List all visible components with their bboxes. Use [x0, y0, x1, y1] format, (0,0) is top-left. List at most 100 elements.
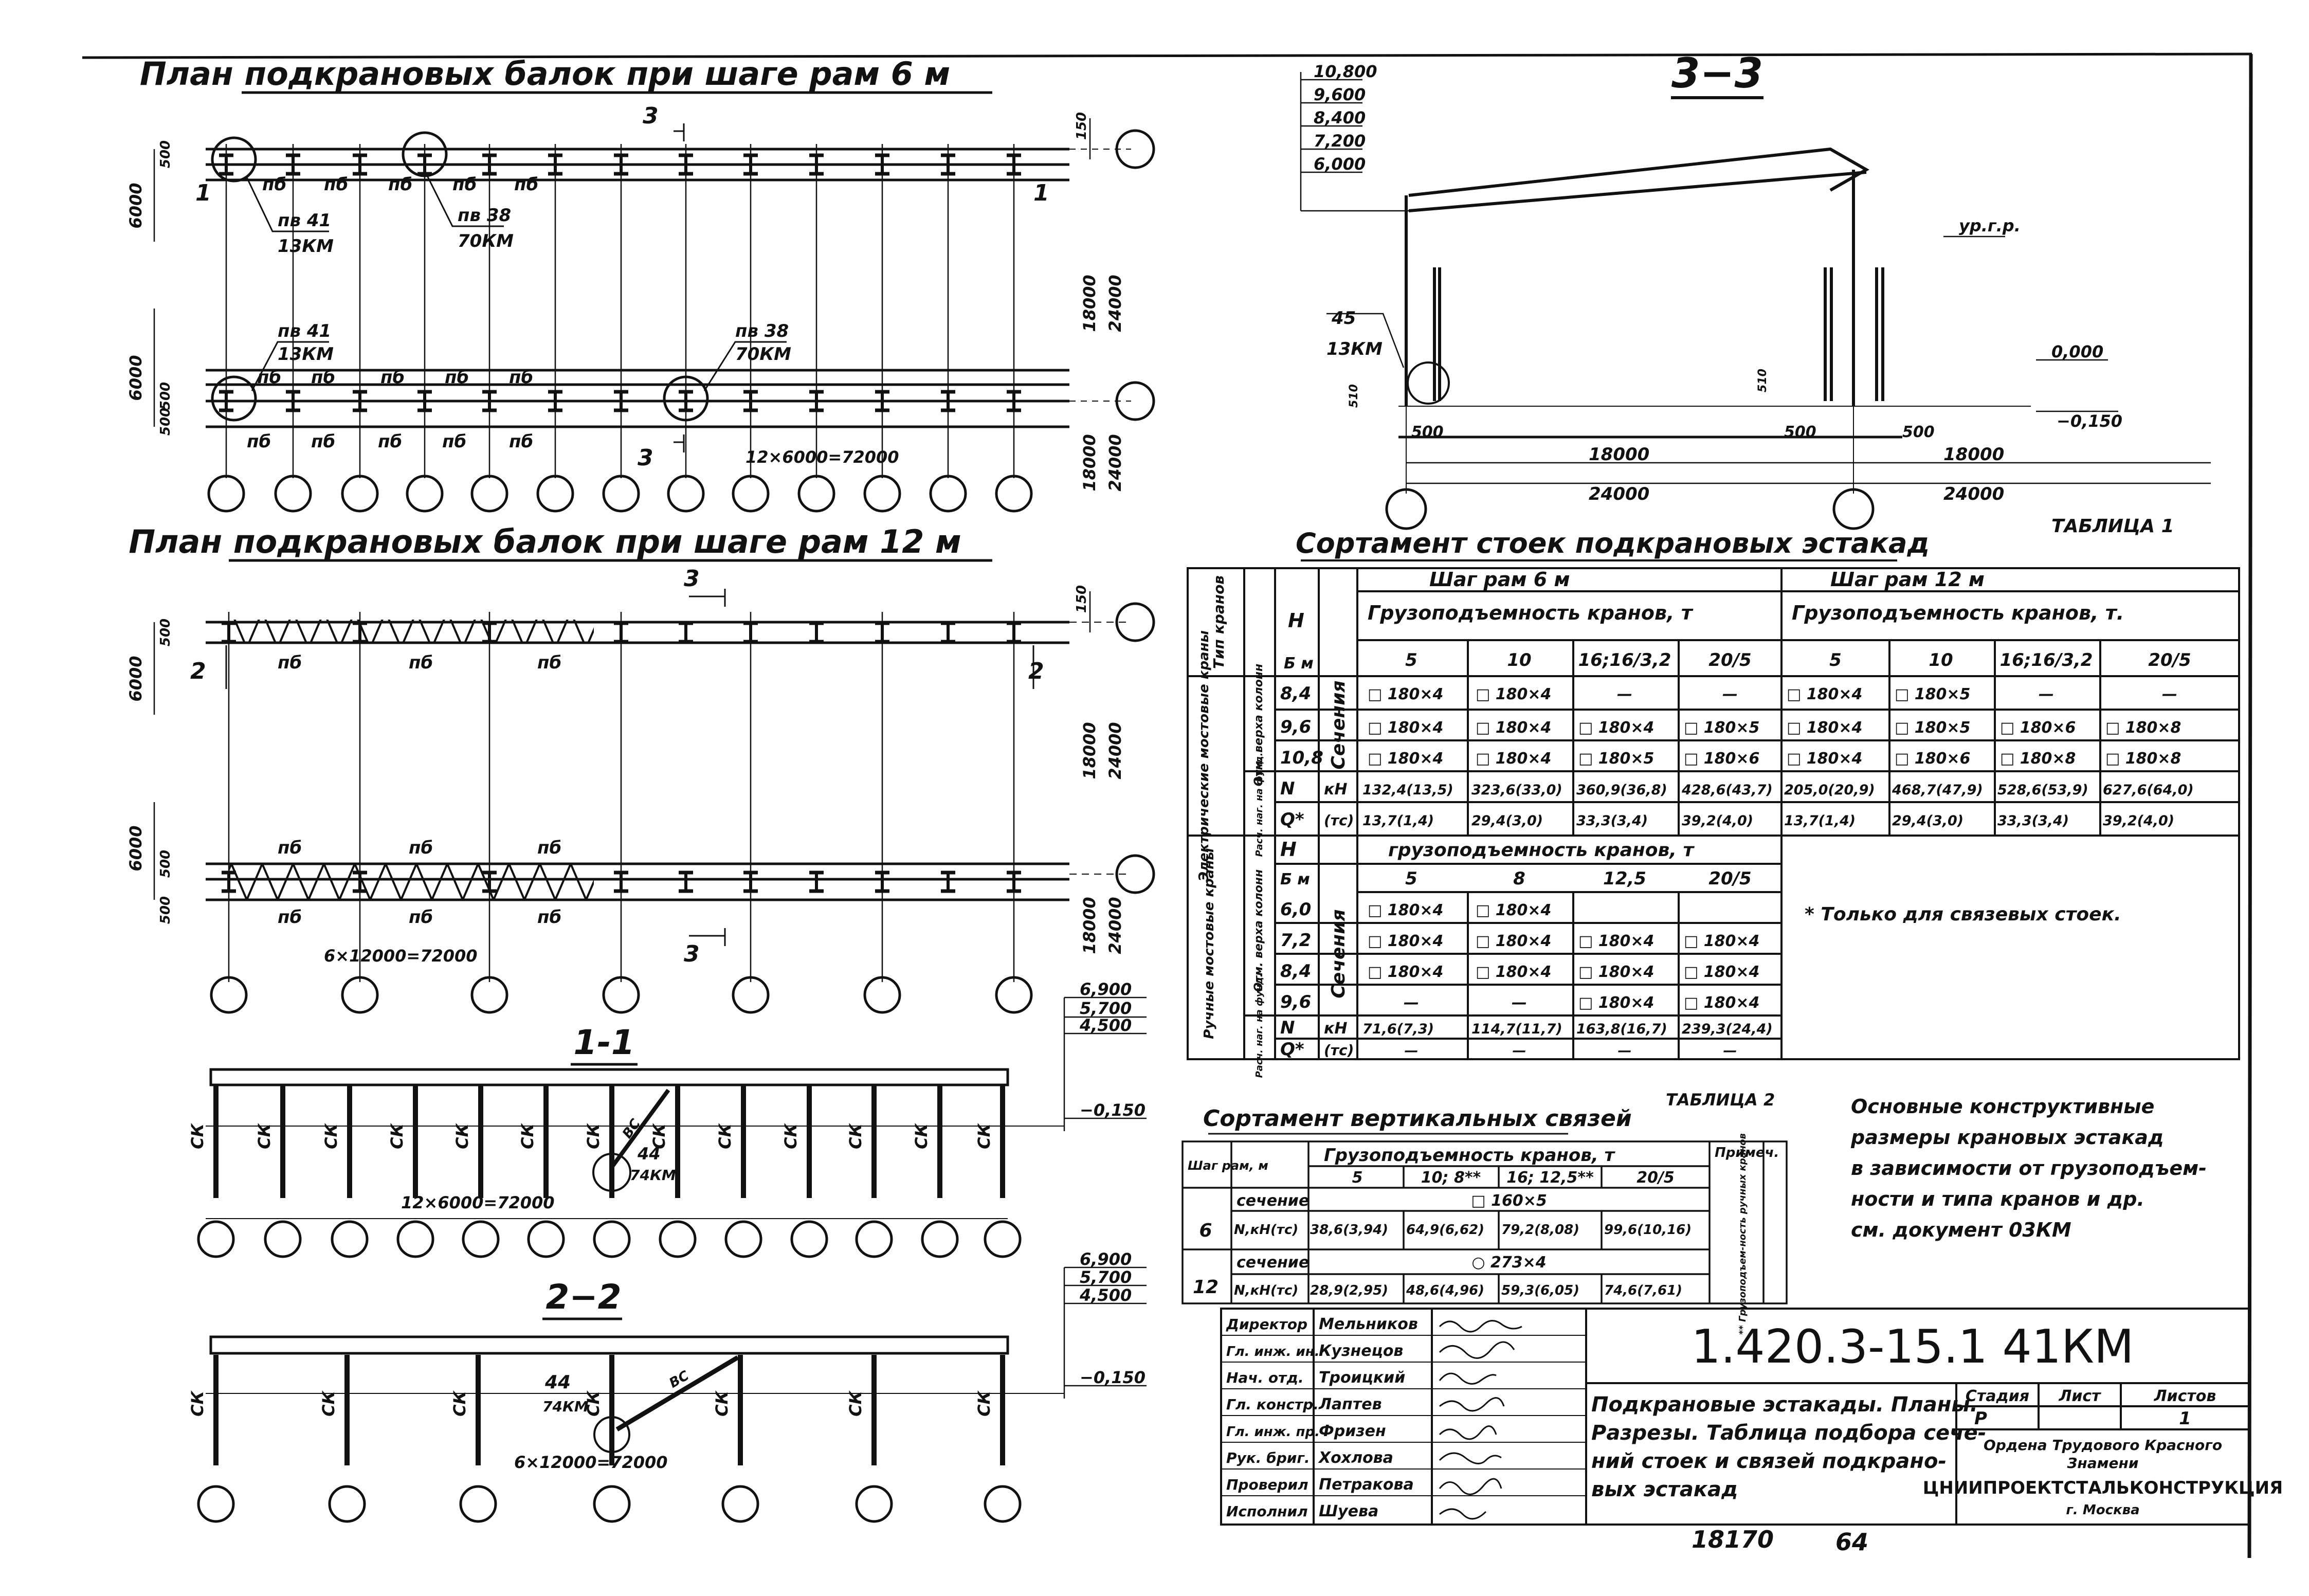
cell: 132,4(13,5)	[1362, 782, 1453, 798]
cell: □ 180×4	[1578, 963, 1654, 981]
elev-mark: 0,000	[2051, 342, 2103, 361]
person: Петракова	[1319, 1476, 1414, 1494]
role: Гл. инж. ин.	[1226, 1344, 1320, 1359]
n-label: N,кН(тс)	[1234, 1222, 1298, 1238]
cell: 38,6(3,94)	[1310, 1222, 1388, 1238]
beam-label: пб	[452, 174, 477, 195]
beam-label: пб	[409, 652, 433, 673]
note-line: см. документ 03КМ	[1851, 1219, 2071, 1241]
org: г. Москва	[2066, 1502, 2139, 1518]
cell: □ 180×5	[1684, 719, 1759, 737]
dim: 500	[1902, 423, 1935, 441]
cap: 10	[1507, 650, 1531, 670]
col-label: СК	[649, 1122, 669, 1149]
sec-label: сечение	[1237, 1254, 1309, 1272]
elev-mark: 6,900	[1080, 1249, 1132, 1269]
dim-span: 6×12000=72000	[324, 946, 478, 966]
callout: 13КМ	[278, 344, 334, 365]
cell: □ 180×4	[1684, 963, 1759, 981]
cell: —	[1618, 1043, 1632, 1059]
cell: 59,3(6,05)	[1501, 1283, 1579, 1298]
sec-label: сечение	[1237, 1192, 1309, 1210]
dim: 6000	[126, 183, 146, 228]
col-label: СК	[387, 1122, 407, 1149]
plan-6m: План подкрановых балок при шаге рам 6 м …	[126, 55, 1155, 513]
frame-top-line	[82, 52, 2252, 59]
table-1: ТАБЛИЦА 1 Сортамент стоек подкрановых эс…	[1187, 516, 2240, 1078]
beam-label: пб	[378, 431, 402, 452]
elev-mark: 6,900	[1080, 980, 1132, 999]
person: Мельников	[1319, 1315, 1418, 1333]
h-H: Н	[1280, 838, 1297, 861]
cell: □ 180×8	[2105, 719, 2181, 737]
cap: 12,5	[1603, 868, 1646, 889]
note-line: размеры крановых эстакад	[1850, 1126, 2164, 1149]
desc-line: Подкрановые эстакады. Планы.	[1591, 1393, 1978, 1417]
h-Hunit: Б м	[1280, 870, 1310, 888]
beam-label: пб	[442, 431, 466, 452]
callout: пв 41	[278, 210, 331, 231]
sec-value: □ 160×5	[1471, 1192, 1547, 1210]
cell: 71,6(7,3)	[1362, 1021, 1434, 1037]
desc-line: Разрезы. Таблица подбора сече-	[1591, 1421, 1986, 1445]
dim: 500	[158, 382, 173, 410]
cell: □ 180×5	[1578, 750, 1654, 768]
rowQ-unit: (тс)	[1324, 812, 1354, 829]
cell: □ 180×4	[1476, 750, 1551, 768]
h-type: Тип кранов	[1210, 575, 1227, 669]
beam-label: пб	[257, 367, 281, 388]
col-label: СК	[518, 1122, 537, 1149]
cap: 10; 8**	[1421, 1169, 1481, 1187]
section-mark: 3	[638, 445, 653, 471]
cell: 428,6(43,7)	[1681, 782, 1773, 798]
col-label: СК	[254, 1122, 274, 1149]
cell: □ 180×4	[1368, 932, 1443, 950]
cap: 5	[1352, 1169, 1363, 1187]
cell: □ 180×4	[1368, 901, 1443, 919]
rail-level: ур.г.р.	[1959, 216, 2021, 235]
col-label: СК	[321, 1122, 341, 1149]
beam-label: пб	[278, 838, 302, 858]
cell: 99,6(10,16)	[1604, 1222, 1692, 1238]
cell: □ 180×4	[1684, 932, 1759, 950]
elev-mark: 5,700	[1080, 1267, 1132, 1287]
sec11-title: 1-1	[573, 1023, 634, 1062]
role: Гл. констр.	[1226, 1396, 1319, 1413]
cell: □ 180×4	[1476, 901, 1551, 919]
table-2: ТАБЛИЦА 2 Сортамент вертикальных связей …	[1181, 1090, 1788, 1335]
h-cap: Грузоподъемность кранов, т	[1324, 1145, 1616, 1166]
cell: 239,3(24,4)	[1682, 1021, 1773, 1037]
section-mark: 2	[1028, 658, 1044, 684]
dim: 510	[1756, 369, 1769, 392]
dim: 24000	[1105, 275, 1125, 332]
cell: —	[1405, 1043, 1419, 1059]
cell: —	[1404, 994, 1419, 1012]
callout: 74КМ	[630, 1167, 676, 1184]
cell: 39,2(4,0)	[1682, 813, 1753, 829]
h-cap: Грузоподъемность кранов, т.	[1792, 602, 2124, 624]
person: Хохлова	[1318, 1449, 1393, 1467]
cell: 48,6(4,96)	[1406, 1283, 1484, 1298]
cell: —	[2162, 685, 2177, 703]
table1-note: * Только для связевых стоек.	[1805, 904, 2121, 925]
cell: —	[1722, 685, 1738, 703]
beam-label: пб	[509, 367, 533, 388]
dim: 18000	[1080, 722, 1099, 779]
cell: □ 180×4	[1476, 932, 1551, 950]
elev-mark: 9,600	[1314, 85, 1366, 104]
dim: 6000	[126, 825, 146, 871]
callout: 70КМ	[458, 231, 514, 251]
role: Исполнил	[1226, 1503, 1308, 1520]
table2-caption: ТАБЛИЦА 2	[1666, 1090, 1775, 1110]
beam-label: пб	[537, 907, 561, 928]
step: 6	[1199, 1220, 1212, 1241]
h-step12: Шаг рам 12 м	[1830, 568, 1985, 591]
row-h: 6,0	[1280, 899, 1311, 920]
cell: 64,9(6,62)	[1406, 1222, 1484, 1238]
desc-line: ний стоек и связей подкрано-	[1591, 1449, 1947, 1473]
beam-label: пб	[311, 367, 335, 388]
elev-mark: 7,200	[1314, 131, 1366, 151]
col-label: СК	[188, 1122, 207, 1149]
h-sheet: Лист	[2058, 1387, 2101, 1405]
callout: 44	[637, 1144, 661, 1164]
